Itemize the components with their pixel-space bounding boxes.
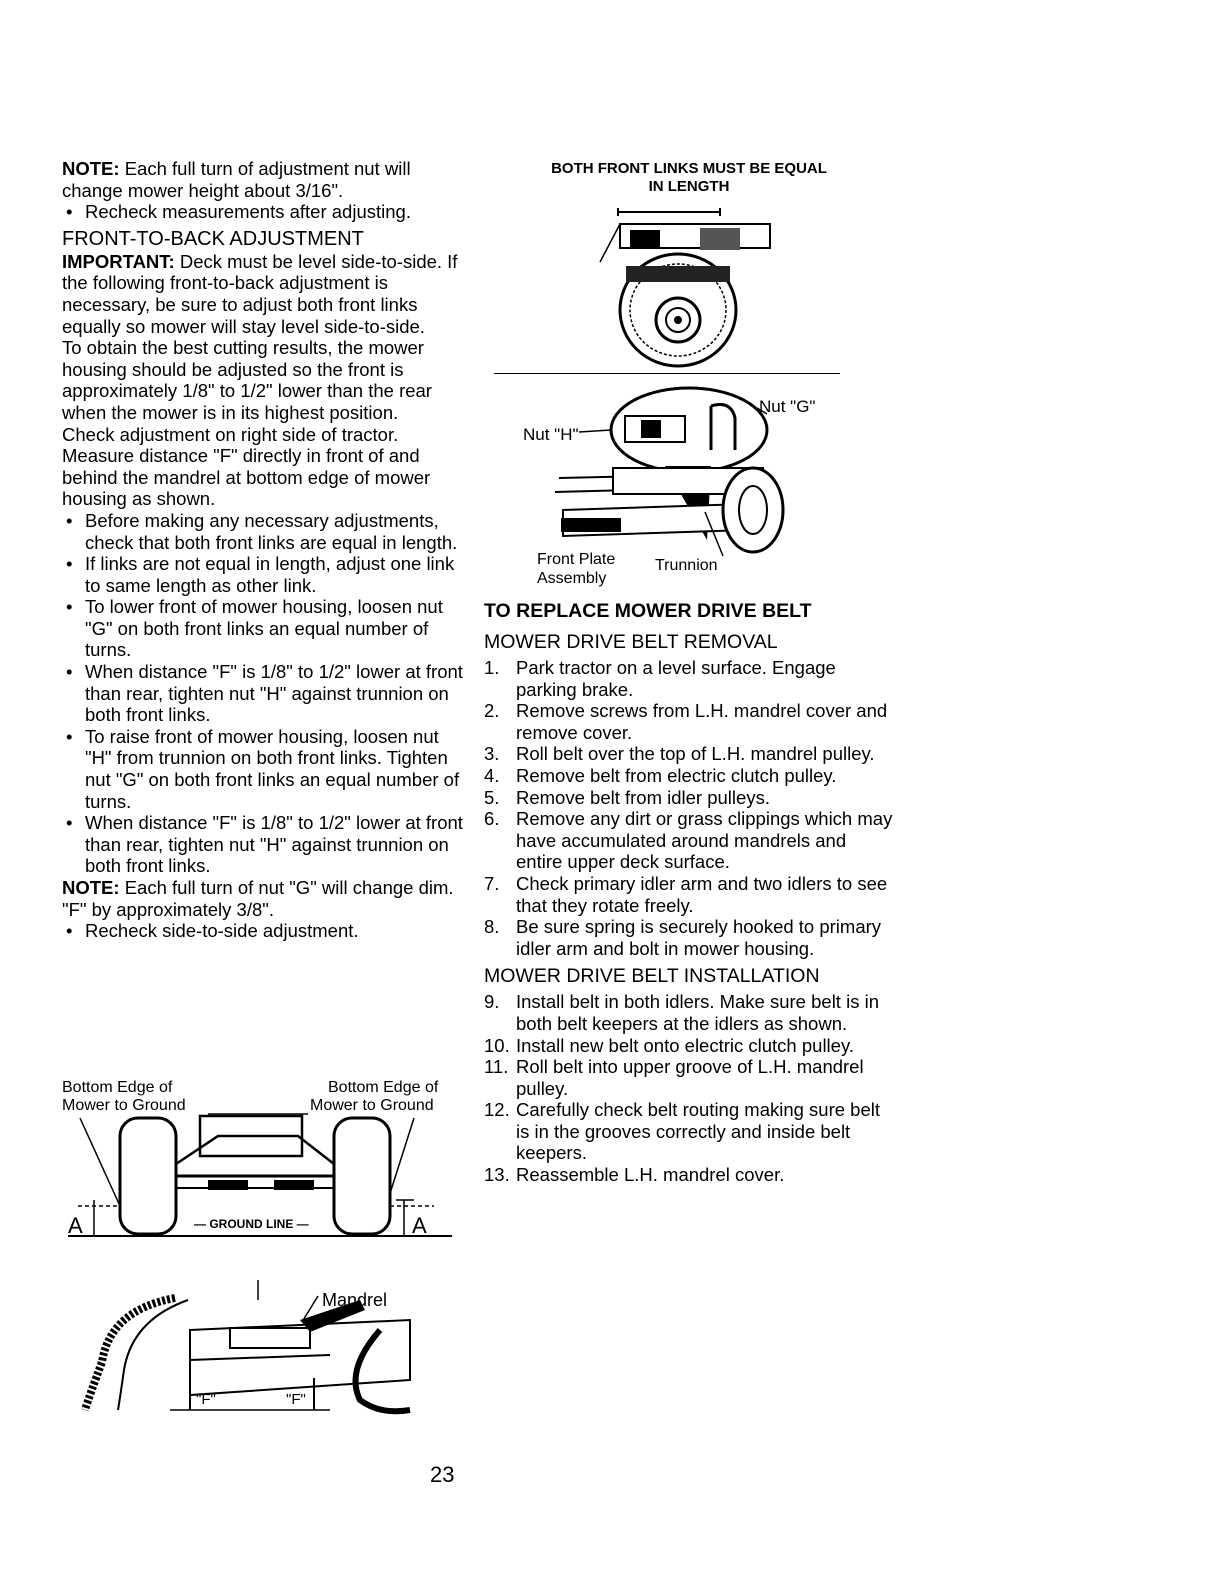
note-1-bullet: Recheck measurements after adjusting.	[62, 201, 470, 223]
fig-top-caption-line1: BOTH FRONT LINKS MUST BE EQUAL	[551, 160, 827, 177]
step-text: Remove screws from L.H. mandrel cover an…	[516, 700, 888, 743]
note-2-label: NOTE:	[62, 877, 120, 898]
fig-trunnion-label: Trunnion	[655, 557, 718, 574]
step-number: 6.	[484, 808, 500, 830]
step-text: Remove belt from idler pulleys.	[516, 786, 770, 808]
step-text: Park tractor on a level surface. Engage …	[516, 657, 836, 700]
install-steps: 9. Install belt in both idlers. Make sure…	[484, 991, 894, 1185]
section-title-front-to-back: FRONT-TO-BACK ADJUSTMENT	[62, 227, 364, 250]
step-text: Remove any dirt or grass clippings which…	[516, 808, 893, 873]
important-label: IMPORTANT:	[62, 250, 175, 272]
bullet-item: Before making any necessary adjustments,…	[62, 510, 470, 553]
fig1-ground-line-label: — GROUND LINE —	[194, 1217, 309, 1231]
step-text: Remove belt from electric clutch pulley.	[516, 764, 837, 786]
tire-left	[118, 1116, 178, 1236]
removal-step: 8. Be sure spring is securely hooked to p…	[484, 916, 894, 959]
bullet-item: If links are not equal in length, adjust…	[62, 553, 470, 596]
removal-step: 2. Remove screws from L.H. mandrel cover …	[484, 700, 894, 743]
note-2-text: Each full turn of nut "G" will change di…	[62, 877, 454, 920]
step-number: 4.	[484, 764, 500, 786]
step-text: Roll belt into upper groove of L.H. mand…	[516, 1056, 864, 1099]
step-text: Install belt in both idlers. Make sure b…	[516, 991, 879, 1034]
removal-step: 7. Check primary idler arm and two idlers…	[484, 873, 894, 916]
bullet-item: To lower front of mower housing, loosen …	[62, 596, 470, 661]
figure-separator-line	[494, 373, 840, 374]
figure-ground-line: Bottom Edge of Mower to Ground Bottom Ed…	[62, 1079, 452, 1238]
step-number: 12.	[484, 1099, 510, 1121]
fig1-label-left-line2: Mower to Ground	[62, 1097, 186, 1114]
fig1-a-left: A	[68, 1213, 83, 1238]
main-title-replace-belt: TO REPLACE MOWER DRIVE BELT	[484, 600, 812, 622]
step-number: 9.	[484, 991, 500, 1013]
step-number: 2.	[484, 700, 500, 722]
removal-step: 3. Roll belt over the top of L.H. mandrel…	[484, 743, 894, 765]
fig1-a-right: A	[412, 1213, 427, 1238]
note-2-bullets: Recheck side-to-side adjustment.	[62, 920, 470, 942]
step-text: Check primary idler arm and two idlers t…	[516, 872, 888, 916]
removal-step: 5. Remove belt from idler pulleys.	[484, 787, 894, 809]
install-step: 13. Reassemble L.H. mandrel cover.	[484, 1164, 894, 1186]
tire-right	[332, 1116, 392, 1236]
step-text: Be sure spring is securely hooked to pri…	[516, 916, 882, 959]
step-number: 11.	[484, 1056, 509, 1078]
bullet-item: When distance "F" is 1/8" to 1/2" lower …	[62, 661, 470, 726]
step-number: 5.	[484, 786, 500, 808]
fig2-f-left: "F"	[196, 1391, 216, 1408]
step-number: 10.	[484, 1034, 510, 1056]
install-step: 10. Install new belt onto electric clutch…	[484, 1035, 894, 1057]
step-text: Reassemble L.H. mandrel cover.	[516, 1164, 785, 1186]
important-text: Deck must be level side-to-side. If the …	[62, 250, 458, 337]
removal-title: MOWER DRIVE BELT REMOVAL	[484, 631, 778, 653]
fig2-f-right: "F"	[286, 1391, 306, 1408]
step-text: Roll belt over the top of L.H. mandrel p…	[516, 743, 875, 765]
right-column: BOTH FRONT LINKS MUST BE EQUAL IN LENGTH	[484, 160, 894, 196]
fig1-label-right-line2: Mower to Ground	[310, 1097, 434, 1114]
figure-mandrel: Mandrel "F" "F"	[81, 1280, 411, 1415]
note-1-text: Each full turn of adjustment nut will ch…	[62, 158, 411, 201]
note-1-bullets: Recheck measurements after adjusting.	[62, 201, 470, 223]
step-number: 3.	[484, 743, 500, 765]
figure-nuts-trunnion: Nut "H" Nut "G" Front Plate Assembly Tru…	[523, 386, 815, 587]
fig2-mandrel-label: Mandrel	[322, 1290, 387, 1310]
fig-nut-h-label: Nut "H"	[523, 425, 579, 444]
step-text: Install new belt onto electric clutch pu…	[516, 1034, 854, 1056]
important-paragraph: IMPORTANT: Deck must be level side-to-si…	[62, 251, 470, 337]
step-number: 7.	[484, 872, 500, 894]
bullet-item: To raise front of mower housing, loosen …	[62, 726, 470, 812]
step-number: 1.	[484, 657, 500, 678]
note-2-bullet: Recheck side-to-side adjustment.	[62, 920, 470, 942]
note-1-label: NOTE:	[62, 158, 120, 179]
removal-step: 6. Remove any dirt or grass clippings whi…	[484, 808, 894, 873]
removal-step: 1. Park tractor on a level surface. Engag…	[484, 657, 894, 700]
right-column-text: TO REPLACE MOWER DRIVE BELT MOWER DRIVE …	[484, 593, 894, 1186]
fig-front-plate-line1: Front Plate	[537, 551, 615, 568]
paragraph-best-results: To obtain the best cutting results, the …	[62, 337, 432, 423]
install-step: 12. Carefully check belt routing making s…	[484, 1099, 894, 1164]
step-text: Carefully check belt routing making sure…	[516, 1099, 881, 1164]
page-number: 23	[430, 1462, 455, 1487]
bullet-item: When distance "F" is 1/8" to 1/2" lower …	[62, 812, 470, 877]
fig1-label-left-line1: Bottom Edge of	[62, 1079, 173, 1096]
adjustment-bullets: Before making any necessary adjustments,…	[62, 510, 470, 877]
install-title: MOWER DRIVE BELT INSTALLATION	[484, 965, 820, 988]
removal-step: 4. Remove belt from electric clutch pulle…	[484, 765, 894, 787]
paragraph-check-adjustment: Check adjustment on right side of tracto…	[62, 423, 431, 510]
install-step: 11. Roll belt into upper groove of L.H. m…	[484, 1056, 894, 1099]
step-number: 13.	[484, 1164, 510, 1186]
fig-top-caption-line2: IN LENGTH	[648, 178, 730, 195]
left-column: NOTE: Each full turn of adjustment nut w…	[62, 158, 470, 942]
fig-front-plate-line2: Assembly	[537, 570, 606, 587]
fig1-label-right-line1: Bottom Edge of	[328, 1079, 439, 1096]
step-number: 8.	[484, 916, 500, 938]
figure-front-links	[599, 208, 771, 368]
note-2: NOTE: Each full turn of nut "G" will cha…	[62, 877, 470, 920]
install-step: 9. Install belt in both idlers. Make sure…	[484, 991, 894, 1034]
fig-nut-g-label: Nut "G"	[759, 397, 815, 416]
note-1: NOTE: Each full turn of adjustment nut w…	[62, 158, 470, 201]
removal-steps: 1. Park tractor on a level surface. Engag…	[484, 657, 894, 959]
